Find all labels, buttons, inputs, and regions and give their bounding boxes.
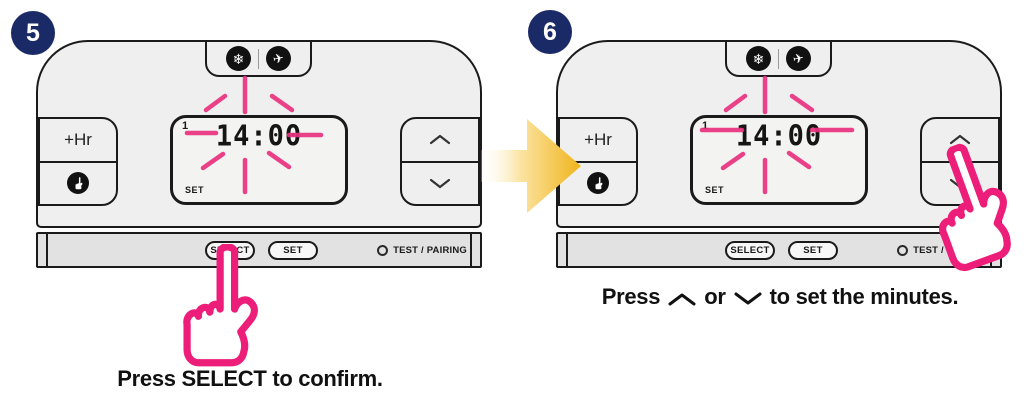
mode-icon-tab: ❄ ✈ [205,40,312,77]
bottom-control-bar: SELECT SET TEST / PAIRING [556,232,1002,268]
plus-hour-button[interactable]: +Hr [560,119,636,161]
next-step-arrow-icon [481,119,581,213]
step-6-badge: 6 [528,10,572,54]
lcd-set-label: SET [185,185,205,195]
manual-override-button[interactable] [560,160,636,205]
tab-divider [778,48,779,69]
set-button[interactable]: SET [788,241,838,260]
chevron-down-icon [429,178,451,188]
lcd-time: 14:00 [735,120,823,153]
up-button[interactable] [922,119,998,161]
bar-tick [46,234,48,266]
day-marker: 1 [182,120,189,132]
chevron-up-icon [949,135,971,145]
test-pairing-label: TEST / PAIRING [393,244,467,256]
up-button[interactable] [402,119,478,161]
plus-hour-label: +Hr [584,129,612,149]
led-circle [377,244,389,256]
select-button[interactable]: SELECT [725,241,775,260]
step-5-number: 5 [26,18,40,47]
test-pairing-indicator: TEST / PAIRING [377,234,467,266]
bar-tick [470,234,472,266]
lcd-time: 14:00 [215,120,303,153]
step-5-badge: 5 [11,11,55,55]
step-6-caption: Press or to set the minutes. [560,284,1000,310]
bar-tick [566,234,568,266]
snowflake-icon: ❄ [226,46,251,71]
down-button[interactable] [402,160,478,205]
plus-hour-label: +Hr [64,129,92,149]
chevron-up-icon [429,135,451,145]
caption-conjunction: or [704,284,726,309]
chevron-up-icon [668,293,696,305]
mode-icon-tab: ❄ ✈ [725,40,832,77]
day-marker: 1 [702,120,709,132]
step-5-caption: Press SELECT to confirm. [117,366,383,391]
lcd-display: 1 14:00 SET [170,115,348,205]
left-button-group: +Hr [558,117,638,206]
airplane-icon: ✈ [786,46,811,71]
led-circle [897,244,909,256]
manual-override-button[interactable] [40,160,116,205]
pointing-hand-cursor [939,143,1011,272]
thermostat-panel-step6: ❄ ✈ +Hr 1 14:00 SET [556,40,1002,268]
pointing-hand-cursor [183,244,258,367]
caption-suffix: to set the minutes. [769,284,959,309]
caption-prefix: Press [601,284,661,309]
bottom-control-bar: SELECT SET TEST / PAIRING [36,232,482,268]
plus-hour-button[interactable]: +Hr [40,119,116,161]
chevron-down-icon [734,292,762,304]
airplane-icon: ✈ [266,46,291,71]
hand-icon [587,172,609,195]
step-6-number: 6 [543,17,557,46]
right-button-group [400,117,480,206]
snowflake-icon: ❄ [746,46,771,71]
left-button-group: +Hr [38,117,118,206]
hand-icon [67,172,89,195]
set-button[interactable]: SET [268,241,318,260]
lcd-display: 1 14:00 SET [690,115,868,205]
lcd-set-label: SET [705,185,725,195]
thermostat-panel-step5: ❄ ✈ +Hr 1 14:00 SET [36,40,482,268]
tab-divider [258,48,259,69]
